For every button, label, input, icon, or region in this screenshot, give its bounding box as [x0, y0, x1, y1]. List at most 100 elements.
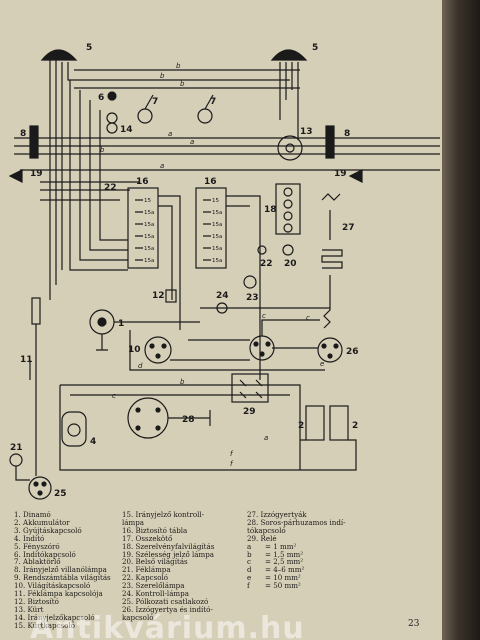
- battery-left: [305, 405, 325, 441]
- fuse-board-right: [195, 187, 227, 269]
- wire-letter: b: [160, 72, 165, 80]
- wire-gauge-row: c= 2,5 mm²: [247, 558, 372, 566]
- wire-letter: a: [264, 434, 268, 442]
- legend-item: 5. Fényszóró: [14, 541, 60, 551]
- fuse-board-left: [127, 187, 159, 269]
- glow-start-switch: [317, 337, 343, 363]
- brake-light: [9, 453, 23, 467]
- label-trailer-socket: 25: [54, 489, 67, 499]
- wire-letter: a: [160, 162, 164, 170]
- label-interior-light: 20: [284, 259, 297, 269]
- terminal-label: 15: [212, 198, 219, 204]
- lighting-switch: [144, 336, 172, 364]
- legend-item: 25. Pólkozati csatlakozó: [122, 596, 209, 606]
- legend-item: 29. Relé: [247, 533, 277, 543]
- wire-letter: b: [100, 146, 105, 154]
- series-parallel-switch: [127, 397, 169, 439]
- label-fuse-board-right: 16: [204, 177, 217, 187]
- terminal-label: 15a: [144, 258, 154, 264]
- label-inspection-lamp: 23: [246, 293, 259, 303]
- gauge-value: = 1 mm²: [265, 541, 297, 551]
- side-lamp-left: [8, 169, 23, 183]
- headlight-right: [270, 49, 308, 61]
- fuse-terminal-labels: 15 15a 15a 15a 15a 15a 15 15a 15a 15a 15…: [144, 198, 222, 264]
- label-fuse-board-left: 16: [136, 177, 149, 187]
- label-headlight-right: 5: [312, 43, 318, 53]
- label-fuse: 12: [152, 291, 165, 301]
- gauge-value: = 1,5 mm²: [265, 549, 304, 559]
- wire-letter: a: [168, 130, 172, 138]
- wiring-diagram: 5 5 6 7 7 14 13 8 8 19 19 22 16 16 18 27…: [8, 43, 440, 500]
- label-switch-top: 22: [104, 183, 117, 193]
- legend-item: 21. Féklámpa: [122, 565, 171, 575]
- label-brake-switch: 11: [20, 355, 33, 365]
- terminal-label: 15a: [144, 234, 154, 240]
- legend-item: 7. Ablaktörlő: [14, 557, 61, 567]
- paper-page: [0, 0, 442, 640]
- terminal-label: 15a: [212, 234, 222, 240]
- label-brake-light: 21: [10, 443, 23, 453]
- wire-letter: a: [190, 138, 194, 146]
- wiper-motor-left: [137, 108, 153, 124]
- label-battery-left: 2: [298, 421, 304, 431]
- legend-item: 11. Féklámpa kapcsolója: [14, 589, 103, 599]
- label-wiper-left: 7: [152, 97, 158, 107]
- side-lamp-right: [348, 169, 363, 183]
- label-indicator-left: 8: [20, 129, 26, 139]
- label-starter: 4: [90, 437, 96, 447]
- legend-item: 9. Rendszámtábla világítás: [14, 573, 111, 583]
- legend-item: kapcsoló: [122, 612, 154, 622]
- label-indicator-switch: 14: [120, 125, 133, 135]
- label-starter-switch: 6: [98, 93, 104, 103]
- legend-item: 28. Soros-párhuzamos indí-: [247, 517, 346, 527]
- wiper-motor-right: [197, 108, 213, 124]
- wire-gauge-row: b= 1,5 mm²: [247, 549, 372, 559]
- wire-gauge-letters: b b b a a b a c c d e b a f f c: [100, 62, 324, 468]
- battery-right: [329, 405, 349, 441]
- legend-item: 2. Akkumulátor: [14, 517, 70, 527]
- starter-motor: [61, 411, 87, 447]
- indicator-lamp-right: [325, 125, 335, 159]
- label-battery-right: 2: [352, 421, 358, 431]
- wire-gauge-row: a= 1 mm²: [247, 541, 372, 551]
- legend-item: 27. Izzógyertyák: [247, 510, 307, 519]
- terminal-label: 15a: [144, 222, 154, 228]
- wire-letter: c: [262, 312, 266, 320]
- legend-item: 6. Indítókapcsoló: [14, 549, 76, 559]
- wire-gauge-row: f= 50 mm²: [247, 582, 372, 590]
- legend-column-2: 15. Irányjelző kontroll- lámpa 16. Bizto…: [122, 511, 242, 622]
- legend-item: 23. Szerelőlámpa: [122, 581, 185, 591]
- legend-item: 3. Gyújtáskapcsoló: [14, 525, 82, 535]
- label-relay: 29: [243, 407, 256, 417]
- label-indicator-right: 8: [344, 129, 350, 139]
- legend-item: tókapcsoló: [247, 525, 286, 535]
- interior-light: [282, 244, 294, 256]
- label-side-lamp-right: 19: [334, 169, 347, 179]
- legend-column-3: 27. Izzógyertyák 28. Soros-párhuzamos in…: [247, 511, 372, 590]
- label-switch-bottom: 22: [260, 259, 273, 269]
- wire-letter: c: [112, 392, 116, 400]
- wire-gauge-row: e = 10 mm²: [247, 574, 372, 582]
- gauge-letter: e: [247, 573, 252, 583]
- wire-letter: d: [138, 362, 143, 370]
- page-number: 23: [408, 619, 420, 629]
- gauge-value: = 10 mm²: [265, 573, 301, 583]
- gauge-letter: d: [247, 565, 252, 575]
- trailer-socket: [28, 476, 52, 500]
- legend-column-1: 1. Dinamó 2. Akkumulátor 3. Gyújtáskapcs…: [14, 511, 126, 630]
- terminal-label: 15a: [212, 210, 222, 216]
- terminal-label: 15a: [144, 246, 154, 252]
- label-wiper-right: 7: [210, 97, 216, 107]
- legend-item: 15. Irányjelző kontroll-: [122, 510, 205, 519]
- label-horn: 13: [300, 127, 313, 137]
- legend-item: 24. Kontroll-lámpa: [122, 589, 189, 599]
- legend-item: 4. Indító: [14, 533, 45, 543]
- legend-item: 20. Belső világítás: [122, 557, 188, 567]
- inspection-lamp: [243, 275, 257, 289]
- legend-item: 13. Kürt: [14, 604, 44, 614]
- wire-letter: c: [306, 314, 310, 322]
- label-side-lamp-left: 19: [30, 169, 43, 179]
- wire-gauge-row: d= 4–6 mm²: [247, 566, 372, 574]
- label-dynamo: 1: [118, 319, 124, 329]
